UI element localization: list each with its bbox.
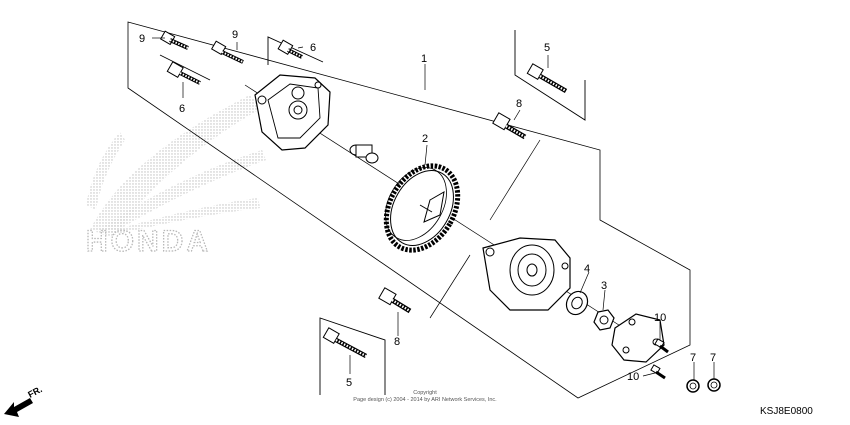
callout-6-left: 6: [179, 103, 185, 115]
bolt-8-bottom: [378, 287, 412, 314]
bolt-6-top: [277, 39, 303, 59]
callout-9b: 9: [232, 29, 238, 41]
copyright-line1: Copyright: [413, 390, 437, 396]
driven-gear: [383, 163, 461, 253]
callout-3: 3: [601, 280, 607, 292]
bolt-6-left: [166, 61, 201, 85]
screw-10a: [654, 338, 669, 354]
front-direction-arrow-icon: [4, 398, 33, 417]
bolt-8-top: [492, 112, 527, 140]
pump-body-rear: [254, 74, 331, 151]
screw-10b: [650, 364, 666, 380]
callout-9a: 9: [139, 33, 145, 45]
callout-10a: 10: [654, 312, 666, 324]
bracket-bolt6-left: [159, 54, 211, 81]
shaft: [349, 144, 379, 164]
bracket-bolt5-top: [514, 30, 586, 121]
callout-6-top: 6: [310, 42, 316, 54]
honda-watermark: HONDA: [86, 225, 211, 258]
front-direction-label: FR.: [26, 384, 43, 400]
bracket-bolt5-bottom: [319, 317, 386, 395]
o-ring-7b: [707, 378, 721, 392]
diagram-code: KSJ8E0800: [760, 406, 813, 417]
copyright-line2: Page design (c) 2004 - 2014 by ARI Netwo…: [353, 397, 497, 403]
bolt-5-top: [526, 63, 568, 93]
callout-8-top: 8: [516, 98, 522, 110]
assembly-frame: [127, 21, 691, 399]
callout-2: 2: [422, 133, 428, 145]
callout-4: 4: [584, 263, 590, 275]
callout-7a: 7: [690, 352, 696, 364]
callout-7b: 7: [710, 352, 716, 364]
bolt-5-bottom: [322, 327, 368, 358]
leader-lines: [152, 37, 715, 380]
washer: [565, 290, 589, 316]
bracket-bolt6-top: [267, 36, 324, 65]
callout-8-bottom: 8: [394, 336, 400, 348]
callout-10b: 10: [627, 371, 639, 383]
o-ring-7a: [686, 379, 700, 393]
bolt-9b: [210, 40, 244, 64]
callout-5-top: 5: [544, 42, 550, 54]
cover-plate: [611, 313, 665, 363]
bolt-9a: [159, 30, 189, 50]
pump-cover-front: [482, 237, 571, 311]
honda-wing-logo: [86, 95, 266, 236]
callout-1: 1: [421, 53, 427, 65]
callout-5-bottom: 5: [346, 377, 352, 389]
nut: [593, 309, 615, 331]
